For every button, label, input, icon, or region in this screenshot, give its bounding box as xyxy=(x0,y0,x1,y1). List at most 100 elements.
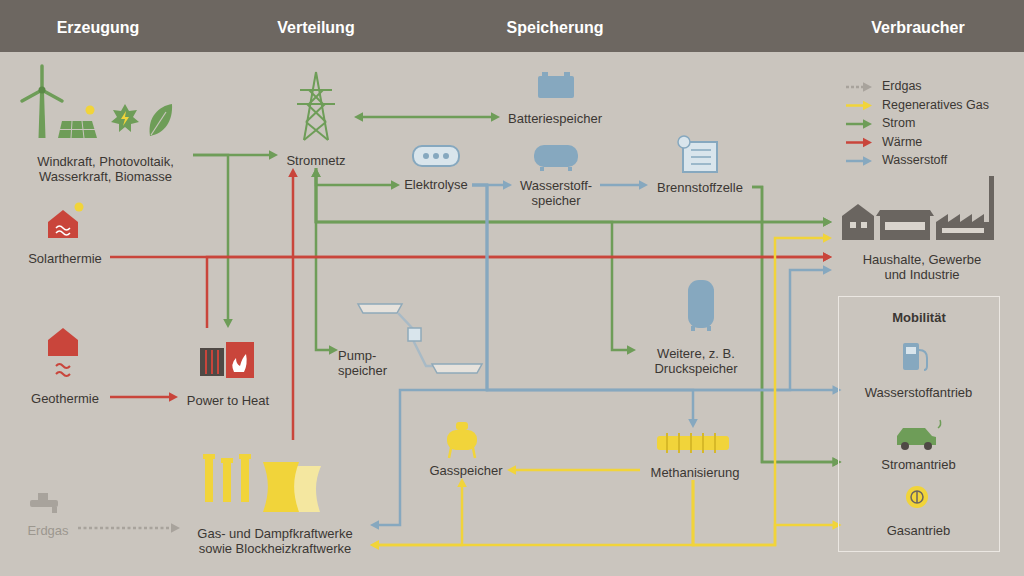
connector xyxy=(311,168,636,355)
wind-turbine-icon xyxy=(22,66,62,138)
arrow-head xyxy=(223,319,233,328)
connector-line xyxy=(693,238,825,545)
hydrogen-tank-icon xyxy=(534,145,578,171)
natural-gas-tap-icon-part xyxy=(30,500,58,507)
power-to-heat-icon-part xyxy=(232,354,246,372)
compressed-air-tank-icon-part xyxy=(707,326,711,331)
group-box: MobilitätWasserstoffantriebStromantriebG… xyxy=(838,296,1000,552)
pumped-storage-icon-part xyxy=(358,304,402,313)
methanation-icon-part xyxy=(702,433,704,453)
connector xyxy=(316,168,842,467)
wind-turbine-icon-part xyxy=(39,92,46,138)
arrow-head xyxy=(169,392,178,402)
arrow-head xyxy=(823,217,832,227)
consumer-node: Gasantrieb xyxy=(842,478,996,538)
fuel-cell-icon-part xyxy=(691,163,711,165)
node-label: Pump- speicher xyxy=(338,348,393,378)
solar-panel-icon-part xyxy=(60,129,95,130)
arrow-head xyxy=(833,457,842,467)
arrow-head xyxy=(688,419,698,428)
gas-vehicle-icon xyxy=(906,486,928,508)
buildings-icon-part xyxy=(942,228,984,233)
node-label: Geothermie xyxy=(31,391,99,406)
connector-line xyxy=(514,469,640,472)
storage-node: Weitere, z. B. Druckspeicher xyxy=(636,276,756,376)
hydro-icon-part xyxy=(111,104,139,132)
pumped-storage-icon-part xyxy=(408,328,421,341)
connector xyxy=(752,187,832,227)
connector-line xyxy=(693,480,835,545)
fuel-cell-icon-part xyxy=(678,136,690,148)
solar-panel-icon-part xyxy=(58,121,97,138)
node-label: Stromantrieb xyxy=(881,457,955,472)
power-pylon-icon-part xyxy=(309,90,323,104)
plant-node: Gas- und Dampfkraftwerke sowie Blockheiz… xyxy=(180,440,370,556)
buildings-icon-part xyxy=(989,176,994,240)
connector xyxy=(693,480,842,545)
node-label: Weitere, z. B. Druckspeicher xyxy=(646,346,746,376)
legend-text: Wasserstoff xyxy=(882,153,947,168)
connector xyxy=(370,480,693,550)
header-band xyxy=(0,0,1024,52)
power-pylon-icon xyxy=(297,72,335,140)
arrow-head xyxy=(639,180,648,190)
hydrogen-tank-icon-part xyxy=(540,167,544,171)
gas-vehicle-icon-part xyxy=(911,491,923,503)
source-node: Geothermie xyxy=(20,326,110,406)
connector xyxy=(110,392,178,402)
solarthermal-house-icon-part xyxy=(56,231,70,235)
legend-text: Wärme xyxy=(882,135,922,150)
arrow-head xyxy=(354,112,363,122)
solarthermal-house-icon-part xyxy=(56,226,70,230)
column-heading: Verteilung xyxy=(226,18,406,38)
connector-line xyxy=(377,480,693,545)
power-plant-icon xyxy=(203,454,321,512)
power-plant-icon-part xyxy=(205,458,213,502)
gas-storage-icon-part xyxy=(456,422,468,430)
methanation-icon-part xyxy=(666,433,668,453)
gas-storage-icon-part xyxy=(473,448,475,458)
fuel-cell-icon-part xyxy=(691,156,711,158)
electric-car-icon-part xyxy=(938,420,941,428)
power-pylon-icon-part xyxy=(309,90,323,104)
arrow-head xyxy=(269,150,278,160)
power-pylon-icon-part xyxy=(307,104,326,122)
storage-node: Gasspeicher xyxy=(425,418,507,478)
connector xyxy=(693,233,832,545)
arrow-head xyxy=(457,478,467,487)
solarthermal-house-icon-part xyxy=(75,203,84,212)
consumer-node: Wasserstoffantrieb xyxy=(842,336,996,400)
arrow-head xyxy=(329,345,338,355)
arrow-head xyxy=(833,457,842,467)
legend-sample-line xyxy=(846,104,864,107)
connector xyxy=(288,168,298,440)
geothermal-house-icon-part xyxy=(56,372,70,376)
buildings-icon-part xyxy=(850,222,856,228)
conversion-node: Brennstoffzelle xyxy=(648,135,752,195)
arrow-head xyxy=(370,520,379,530)
power-to-heat-icon-part xyxy=(205,350,207,374)
hydrogen-pump-icon-part xyxy=(919,350,927,370)
connector xyxy=(193,155,233,328)
source-node: Solarthermie xyxy=(20,200,110,266)
legend-sample-line xyxy=(846,86,864,89)
arrow-head xyxy=(491,112,500,122)
connector xyxy=(507,465,640,475)
node-label: Windkraft, Photovoltaik, Wasserkraft, Bi… xyxy=(18,154,193,184)
buildings-icon-part xyxy=(936,214,990,240)
natural-gas-tap-icon-part xyxy=(38,493,48,500)
arrow-head xyxy=(863,82,872,92)
storage-node: Pump- speicher xyxy=(338,296,486,378)
node-label: Wasserstoffantrieb xyxy=(865,385,973,400)
arrow-head xyxy=(863,101,872,111)
arrow-head xyxy=(823,217,832,227)
node-label: Erdgas xyxy=(27,523,68,538)
legend-text: Erdgas xyxy=(882,79,922,94)
node-label: Brennstoffzelle xyxy=(657,180,743,195)
methanation-icon-part xyxy=(690,433,692,453)
solarthermal-house-icon-part xyxy=(48,210,78,238)
legend-sample xyxy=(846,156,872,166)
fuel-cell-icon-part xyxy=(691,149,711,151)
